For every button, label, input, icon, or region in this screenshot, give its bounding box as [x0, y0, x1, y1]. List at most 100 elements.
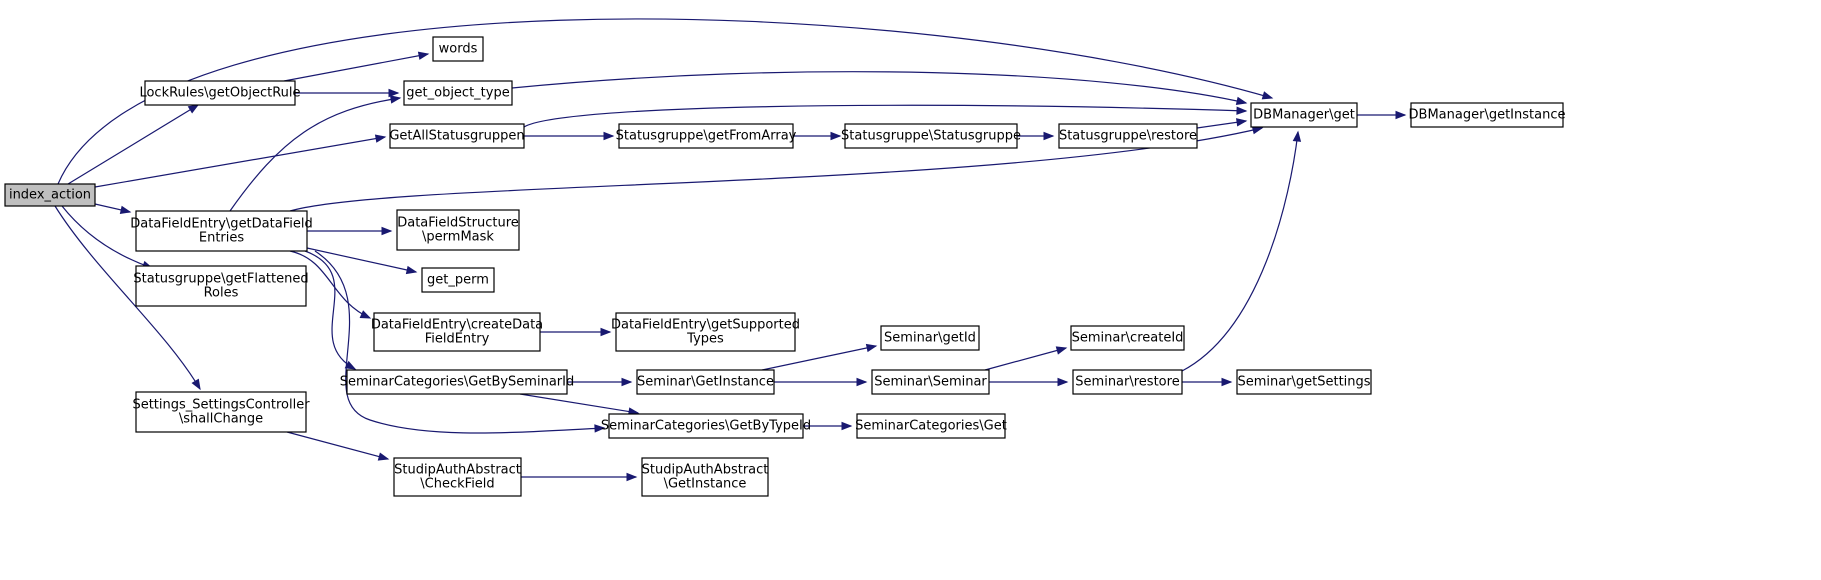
node-getallstatusgruppen[interactable]: GetAllStatusgruppen [389, 123, 525, 149]
edge-datafieldentry_getdatafieldentries-to-get_perm [306, 247, 418, 275]
node-datafieldstructure_permmask[interactable]: DataFieldStructure\permMask [396, 209, 520, 251]
node-studipauthabstract_getinstance[interactable]: StudipAuthAbstract\GetInstance [641, 457, 769, 497]
node-seminarcategories_getbytypeid[interactable]: SeminarCategories\GetByTypeId [601, 413, 811, 439]
edge-arrowhead [381, 226, 393, 236]
node-label: Statusgruppe\Statusgruppe [841, 129, 1021, 144]
node-label: Seminar\restore [1075, 375, 1179, 390]
edge-arrowhead [388, 88, 400, 98]
edge-arrowhead [1055, 346, 1068, 355]
edge-arrowhead [1221, 377, 1233, 387]
edge-line [61, 205, 153, 269]
edge-line [283, 53, 429, 82]
node-label: Seminar\getId [884, 331, 976, 346]
node-box [1250, 102, 1358, 128]
edge-datafieldentry_createdatafieldentry-to-datafieldentry_getsupportedtypes [540, 327, 612, 337]
node-label: Seminar\GetInstance [637, 375, 774, 390]
node-index_action[interactable]: index_action [4, 183, 96, 207]
node-box [641, 457, 769, 497]
edge-get_object_type-to-dbmanager_get [511, 71, 1248, 106]
edge-seminarcategories_getbyseminarid-to-seminar_getinstance [567, 377, 633, 387]
edge-arrowhead [359, 310, 372, 319]
node-box [144, 80, 296, 106]
edge-index_action-to-datafieldentry_getdatafieldentries [94, 203, 132, 215]
edge-arrowhead [1251, 126, 1264, 135]
node-label: \permMask [422, 230, 494, 245]
node-seminar_getinstance[interactable]: Seminar\GetInstance [636, 369, 775, 395]
edge-index_action-to-getallstatusgruppen [94, 134, 387, 188]
node-label: Settings_SettingsController [132, 398, 310, 413]
edge-lockrules_getobjectrule-to-get_object_type [295, 88, 400, 98]
node-box [393, 457, 522, 497]
edge-seminar_getinstance-to-seminar_getid [761, 343, 878, 371]
edge-settings_shallchange-to-studipauthabstract_checkfield [286, 431, 390, 461]
node-label: GetAllStatusgruppen [389, 129, 524, 144]
node-label: \shallChange [179, 412, 263, 427]
edge-statusgruppe_getfromarray-to-statusgruppe_statusgruppe [793, 131, 842, 141]
edge-dbmanager_get-to-dbmanager_getinstance [1357, 110, 1407, 120]
edge-line [54, 205, 201, 390]
edge-line [286, 431, 389, 460]
edge-arrowhead [417, 51, 430, 60]
node-label: \GetInstance [664, 477, 747, 492]
edge-line [984, 347, 1067, 371]
edge-arrowhead [374, 134, 387, 143]
node-seminar_restore[interactable]: Seminar\restore [1072, 369, 1183, 395]
edge-line [761, 345, 877, 371]
node-box [396, 209, 520, 251]
edge-seminar_restore-to-seminar_getsettings [1182, 377, 1233, 387]
node-seminar_createid[interactable]: Seminar\createId [1070, 325, 1185, 351]
edge-seminar_seminar-to-seminar_restore [989, 377, 1069, 387]
node-label: Entries [199, 231, 245, 246]
node-label: StudipAuthAbstract [394, 463, 521, 478]
node-studipauthabstract_checkfield[interactable]: StudipAuthAbstract\CheckField [393, 457, 522, 497]
node-label: Seminar\createId [1072, 331, 1184, 346]
node-seminarcategories_get[interactable]: SeminarCategories\Get [855, 413, 1007, 439]
edge-statusgruppe_restore-to-dbmanager_get [1196, 118, 1248, 129]
node-statusgruppe_getfromarray[interactable]: Statusgruppe\getFromArray [616, 123, 797, 149]
edge-arrowhead [603, 131, 615, 141]
node-lockrules_getobjectrule[interactable]: LockRules\getObjectRule [139, 80, 301, 106]
edge-arrowhead [1235, 118, 1248, 127]
edge-arrowhead [1395, 110, 1407, 120]
node-box [389, 123, 525, 149]
edges-layer [54, 18, 1407, 482]
edge-seminarcategories_getbytypeid-to-seminarcategories_get [803, 421, 853, 431]
node-box [1072, 369, 1183, 395]
edge-index_action-to-lockrules_getobjectrule [67, 104, 200, 185]
node-box [1236, 369, 1372, 395]
node-dbmanager_get[interactable]: DBManager\get [1250, 102, 1358, 128]
edge-arrowhead [1292, 130, 1302, 142]
node-get_perm[interactable]: get_perm [421, 267, 495, 293]
edge-arrowhead [856, 377, 868, 387]
edge-line [314, 250, 605, 434]
node-box [432, 36, 484, 62]
node-get_object_type[interactable]: get_object_type [403, 80, 513, 106]
edge-seminarcategories_getbyseminarid-to-seminarcategories_getbytypeid [519, 393, 640, 416]
edge-line [94, 136, 386, 188]
nodes-layer: index_action LockRules\getObjectRule words… [4, 36, 1566, 497]
node-box [4, 183, 96, 207]
node-label: Seminar\Seminar [874, 375, 987, 390]
edge-arrowhead [1235, 96, 1248, 106]
node-box [856, 413, 1006, 439]
node-statusgruppe_statusgruppe[interactable]: Statusgruppe\Statusgruppe [841, 123, 1021, 149]
node-settings_shallchange[interactable]: Settings_SettingsController\shallChange [132, 391, 310, 433]
node-box [135, 391, 307, 433]
edge-arrowhead [405, 265, 418, 275]
node-seminar_getsettings[interactable]: Seminar\getSettings [1236, 369, 1372, 395]
node-seminar_seminar[interactable]: Seminar\Seminar [871, 369, 990, 395]
node-seminarcategories_getbyseminarid[interactable]: SeminarCategories\GetBySeminarId [340, 369, 574, 395]
node-words[interactable]: words [432, 36, 484, 62]
edge-line [1181, 131, 1299, 372]
node-label: Types [686, 332, 724, 347]
edge-arrowhead [841, 421, 853, 431]
node-statusgruppe_restore[interactable]: Statusgruppe\restore [1058, 123, 1198, 149]
edge-arrowhead [594, 424, 606, 433]
node-label: Seminar\getSettings [1237, 375, 1370, 390]
node-seminar_getid[interactable]: Seminar\getId [880, 325, 980, 351]
node-dbmanager_getinstance[interactable]: DBManager\getInstance [1409, 102, 1566, 128]
